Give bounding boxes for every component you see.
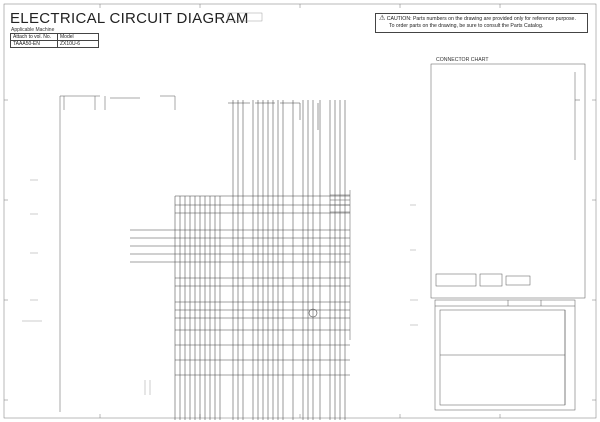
drawing-title: ELECTRICAL CIRCUIT DIAGRAM [10, 10, 249, 27]
sheet-frame [3, 3, 597, 419]
warning-triangle-icon: ⚠ [379, 15, 386, 22]
applicable-machine-label: Applicable Machine [11, 27, 55, 33]
caution-note: ⚠ CAUTION: Parts numbers on the drawing … [375, 13, 588, 33]
connector-chart-label: CONNECTOR CHART [436, 57, 489, 63]
caution-line-1: CAUTION: Parts numbers on the drawing ar… [386, 16, 576, 22]
caution-line-2: To order parts on the drawing, be sure t… [389, 23, 544, 29]
title-block-value-row: TAAA50-EN ZX10U-6 [10, 40, 99, 48]
left-margin-tags [22, 179, 418, 395]
right-component-cluster [330, 190, 351, 340]
lower-right-tables [434, 299, 576, 411]
component-symbol [308, 308, 318, 318]
main-wiring [130, 100, 350, 420]
title-side-box [227, 12, 263, 22]
harness-left-group [59, 95, 176, 412]
title-block-table: Attach to vol. No. Model TAAA50-EN ZX10U… [10, 33, 99, 48]
connector-chart-frame [430, 63, 586, 299]
model-value: ZX10U-6 [57, 40, 99, 48]
